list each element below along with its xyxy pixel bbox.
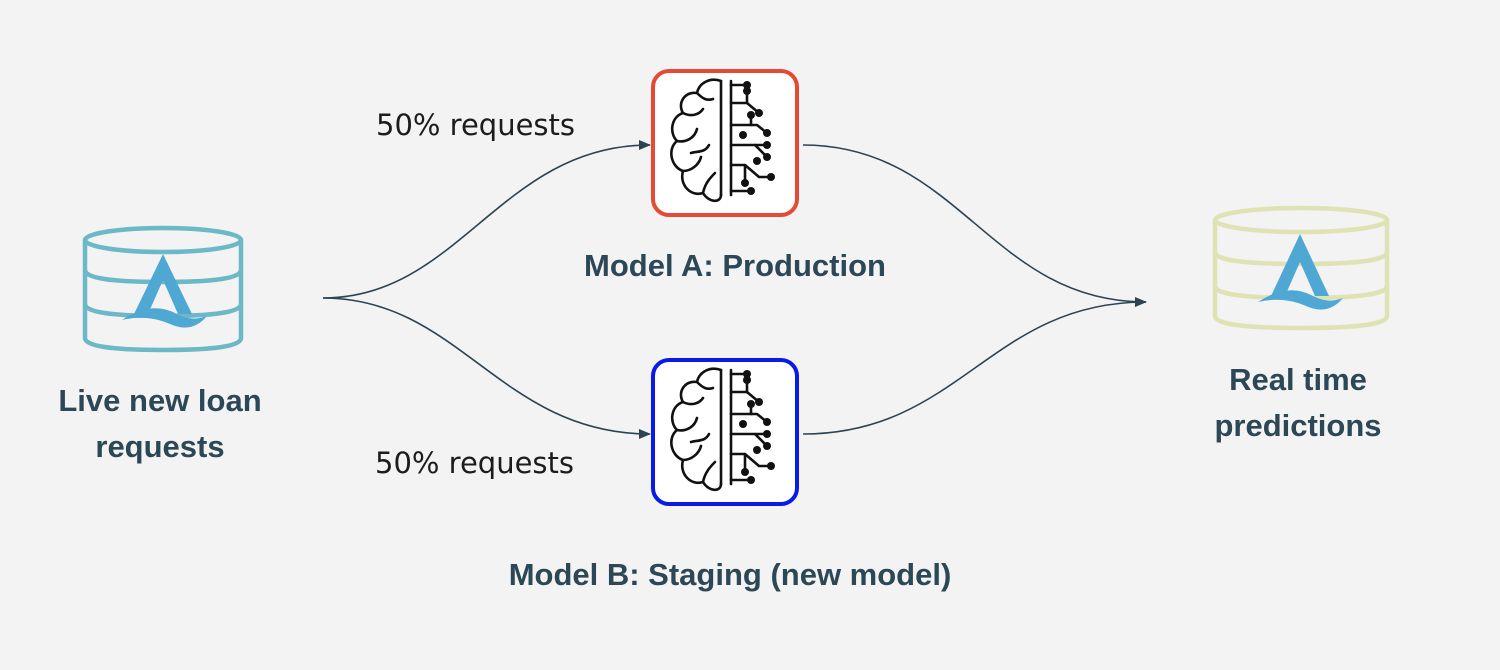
source-label: Live new loan requests	[30, 378, 290, 470]
model-b-label: Model B: Staging (new model)	[508, 557, 952, 592]
logo-icon	[122, 254, 207, 328]
top-split-label: 50% requests	[376, 108, 576, 142]
target-label: Real time predictions	[1168, 357, 1428, 449]
target-label-line1: Real time	[1229, 362, 1367, 397]
target-database-icon	[1212, 205, 1390, 331]
brain-circuit-icon	[670, 367, 775, 492]
flow-to-model-a	[322, 140, 651, 299]
model-a-box	[651, 69, 799, 217]
target-label-line2: predictions	[1214, 408, 1382, 443]
flow-from-model-a	[802, 144, 1147, 307]
logo-icon	[1258, 234, 1343, 310]
source-database-icon	[82, 225, 244, 353]
brain-circuit-icon	[670, 78, 775, 203]
flow-to-model-b	[322, 297, 651, 439]
model-b-box	[651, 358, 799, 506]
model-a-label: Model A: Production	[584, 248, 886, 283]
bottom-split-label: 50% requests	[375, 446, 575, 480]
flow-from-model-b	[802, 301, 1147, 435]
source-label-line2: requests	[95, 429, 225, 464]
source-label-line1: Live new loan	[58, 383, 262, 418]
